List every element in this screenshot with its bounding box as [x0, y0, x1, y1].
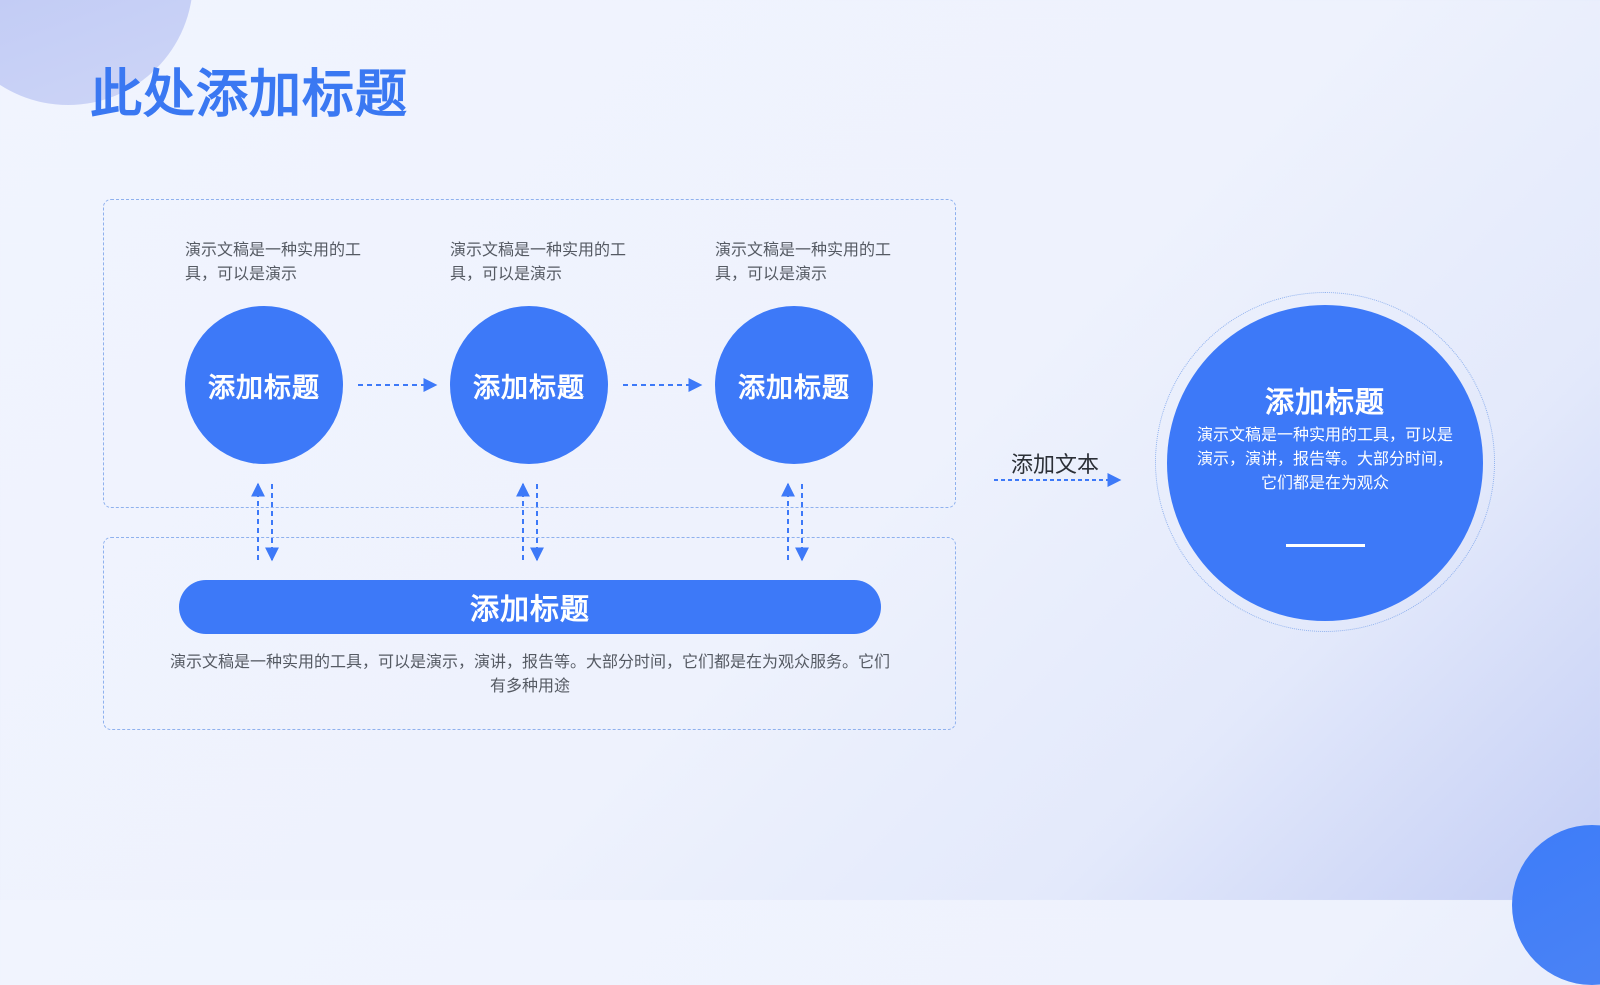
- summary-circle: 添加标题 演示文稿是一种实用的工具，可以是演示，演讲，报告等。大部分时间，它们都…: [1167, 305, 1483, 621]
- steps-group-frame: [103, 199, 956, 508]
- step-1-description: 演示文稿是一种实用的工具，可以是演示: [185, 240, 362, 283]
- summary-circle-title: 添加标题: [1264, 385, 1385, 419]
- summary-circle-description: 演示文稿是一种实用的工具，可以是演示，演讲，报告等。大部分时间，它们都是在为观众: [1196, 425, 1453, 492]
- step-3-description: 演示文稿是一种实用的工具，可以是演示: [715, 240, 892, 283]
- summary-bar-frame: [103, 537, 956, 730]
- page-title: 此处添加标题: [90, 65, 409, 125]
- summary-bar: 添加标题: [179, 580, 881, 634]
- summary-circle-ring: [1155, 292, 1495, 632]
- side-label: 添加文本: [1010, 453, 1099, 478]
- summary-bar-description: 演示文稿是一种实用的工具，可以是演示，演讲，报告等。大部分时间，它们都是在为观众…: [170, 652, 891, 695]
- step-1-label: 添加标题: [208, 372, 320, 404]
- step-2-circle: 添加标题: [450, 306, 608, 464]
- step-3-circle: 添加标题: [715, 306, 873, 464]
- connector-arrows: [251, 378, 1122, 562]
- step-1-circle: 添加标题: [185, 306, 343, 464]
- summary-bar-label: 添加标题: [469, 592, 590, 626]
- step-2-description: 演示文稿是一种实用的工具，可以是演示: [450, 240, 627, 283]
- step-2-label: 添加标题: [473, 372, 585, 404]
- summary-circle-divider: [1286, 544, 1365, 547]
- step-3-label: 添加标题: [738, 372, 850, 404]
